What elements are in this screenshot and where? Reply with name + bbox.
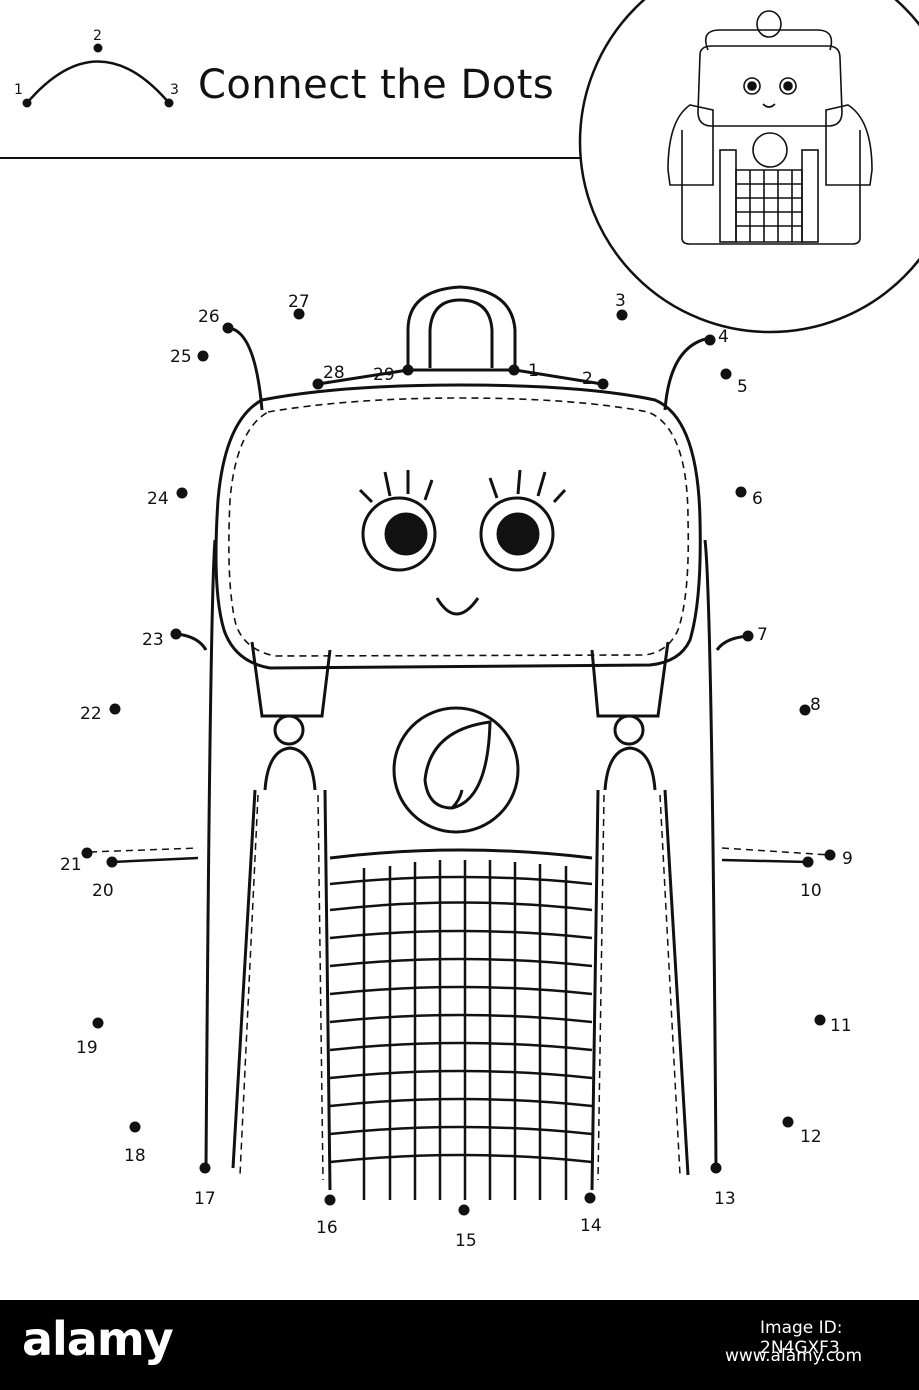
site-url: www.alamy.com — [725, 1346, 863, 1366]
dot — [814, 1014, 826, 1026]
dot-label: 20 — [92, 881, 114, 901]
dot-label: 15 — [455, 1231, 477, 1251]
dot — [170, 628, 182, 640]
dot — [597, 378, 609, 390]
dot-label: 1 — [528, 361, 539, 381]
dot — [782, 1116, 794, 1128]
example-label: 2 — [93, 28, 102, 44]
dot — [824, 849, 836, 861]
dot-label: 25 — [170, 347, 192, 367]
dot-label: 10 — [800, 881, 822, 901]
dot-label: 23 — [142, 630, 164, 650]
dot — [199, 1162, 211, 1174]
dot-label: 27 — [288, 292, 310, 312]
dot-label: 11 — [830, 1016, 852, 1036]
dot — [81, 847, 93, 859]
dot-label: 26 — [198, 307, 220, 327]
example-arc: 1 2 3 — [14, 28, 179, 108]
dot — [616, 309, 628, 321]
dot — [508, 364, 520, 376]
dot — [324, 1194, 336, 1206]
dot-label: 2 — [582, 369, 593, 389]
dot-label: 12 — [800, 1127, 822, 1147]
dot — [735, 486, 747, 498]
dot-label: 8 — [810, 695, 821, 715]
worksheet-title: Connect the Dots — [198, 62, 555, 108]
reference-image-circle — [578, 0, 919, 334]
dot-label: 28 — [323, 363, 345, 383]
dot-label: 14 — [580, 1216, 602, 1236]
dot — [458, 1204, 470, 1216]
dot — [720, 368, 732, 380]
mini-backpack — [667, 10, 873, 245]
dot — [106, 856, 118, 868]
brand-logo: alamy — [22, 1312, 174, 1366]
dot-label: 7 — [757, 625, 768, 645]
dot-label: 22 — [80, 704, 102, 724]
dot — [176, 487, 188, 499]
dot — [802, 856, 814, 868]
dot — [222, 322, 234, 334]
dot-label: 21 — [60, 855, 82, 875]
dot-label: 17 — [194, 1189, 216, 1209]
dot-label: 19 — [76, 1038, 98, 1058]
dot-label: 24 — [147, 489, 169, 509]
dot-label: 13 — [714, 1189, 736, 1209]
dot — [92, 1017, 104, 1029]
dot-label: 29 — [373, 365, 395, 385]
dot — [129, 1121, 141, 1133]
dot — [710, 1162, 722, 1174]
dot-label: 5 — [737, 377, 748, 397]
dot — [109, 703, 121, 715]
dot — [312, 378, 324, 390]
dot — [293, 308, 305, 320]
watermark-footer — [0, 1300, 919, 1390]
image-id: Image ID: 2N4GXF3 — [760, 1318, 843, 1358]
dot — [742, 630, 754, 642]
example-label: 3 — [170, 82, 179, 98]
dot-label: 4 — [718, 327, 729, 347]
dot — [584, 1192, 596, 1204]
dot-label: 18 — [124, 1146, 146, 1166]
dot — [799, 704, 811, 716]
dot — [197, 350, 209, 362]
dot — [704, 334, 716, 346]
dot-label: 6 — [752, 489, 763, 509]
dot-label: 3 — [615, 291, 626, 311]
dot-label: 16 — [316, 1218, 338, 1238]
backpack-outline — [89, 285, 831, 1200]
dot-label: 9 — [842, 849, 853, 869]
example-label: 1 — [14, 82, 23, 98]
dot — [402, 364, 414, 376]
